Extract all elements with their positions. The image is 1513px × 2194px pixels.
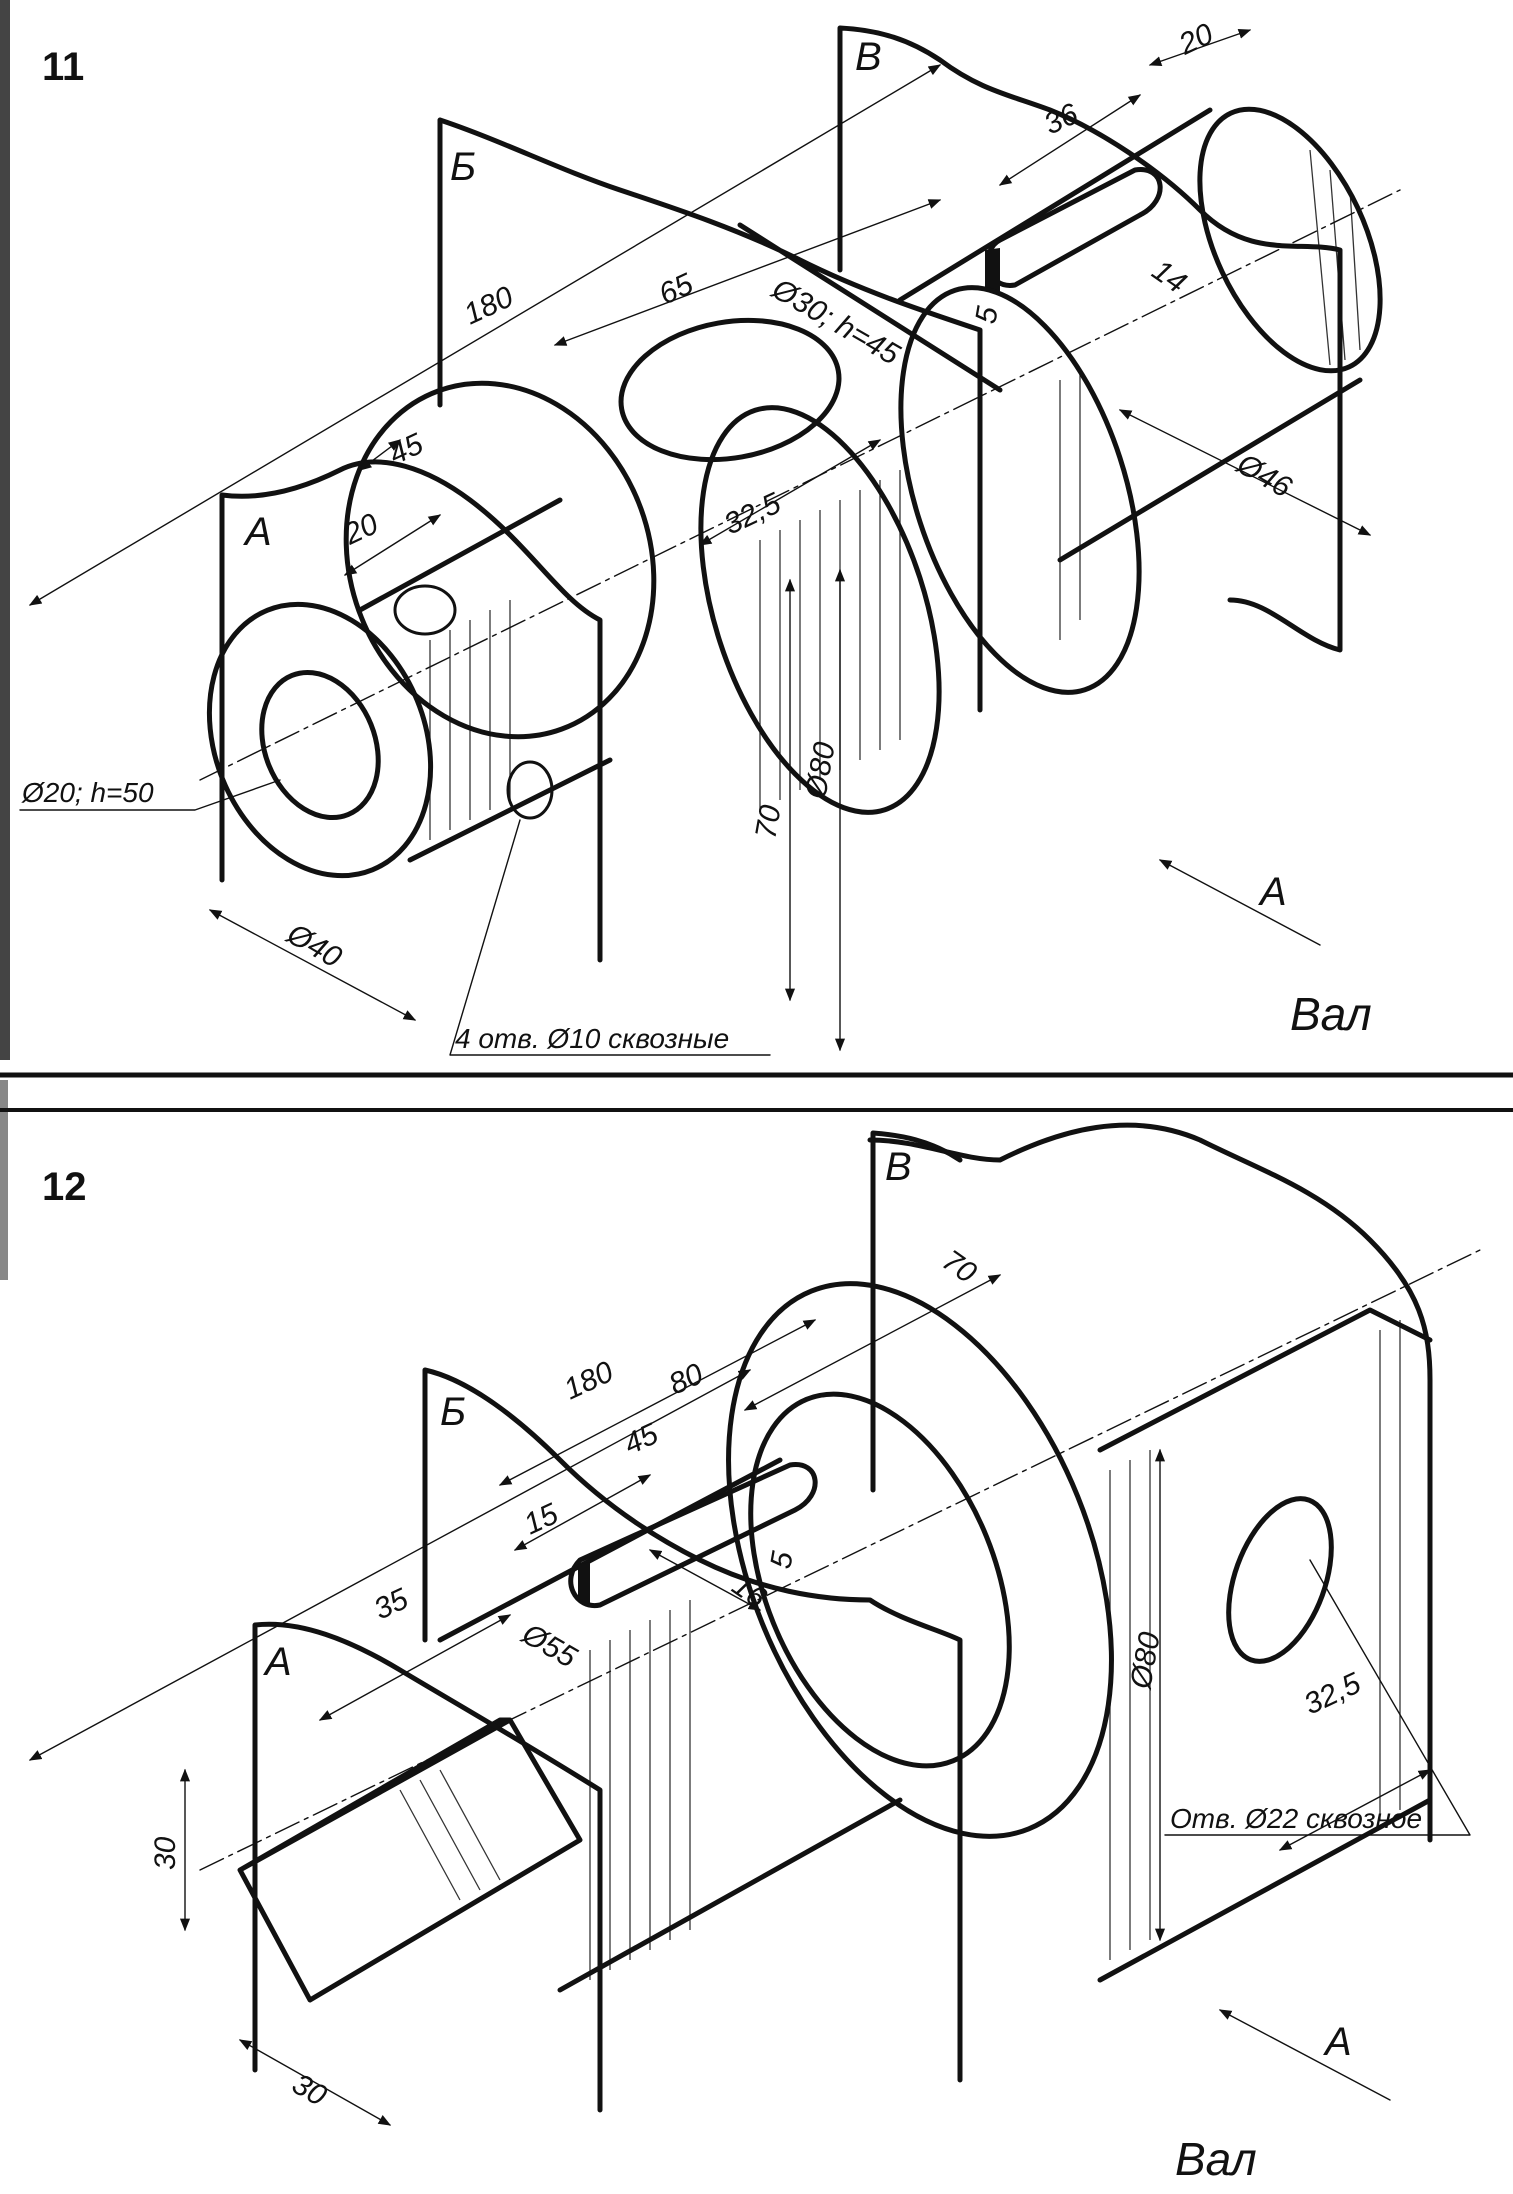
- plane-label-b: Б: [450, 145, 476, 189]
- middle-cylinder: [437, 1457, 903, 1993]
- plane-label-v: В: [855, 35, 882, 79]
- dimension-70: 70: [936, 1244, 983, 1290]
- figure-12: 12: [28, 1122, 1481, 2185]
- dimension-45: 45: [619, 1417, 663, 1461]
- view-direction-label: А: [1323, 2020, 1352, 2064]
- view-direction-label: А: [1258, 870, 1287, 914]
- figure-12-labels: А Б В 180 80 70 45 15 35 16 5 Ø55 Ø80 32…: [149, 1145, 1422, 2185]
- dimension-lines: [19, 28, 1372, 1056]
- dimension-32-5: 32,5: [719, 487, 786, 542]
- figure-number: 11: [42, 45, 84, 89]
- dimension-35: 35: [369, 1582, 413, 1626]
- plane-label-b: Б: [440, 1390, 466, 1434]
- dimension-180: 180: [459, 280, 519, 331]
- dimension-15: 15: [519, 1497, 563, 1541]
- note-hole: Отв. Ø22 сквозное: [1170, 1803, 1422, 1834]
- dimension-30-bottom: 30: [287, 2067, 333, 2112]
- figure-title: Вал: [1175, 2133, 1257, 2185]
- dimension-70: 70: [749, 802, 787, 841]
- dimension-lines: [28, 1274, 1471, 2126]
- dimension-80: 80: [664, 1357, 708, 1401]
- dimension-d46: Ø46: [1231, 447, 1298, 505]
- section-plane-a: [252, 1621, 603, 2113]
- note-holes: 4 отв. Ø10 сквозные: [455, 1023, 729, 1054]
- dimension-32-5: 32,5: [1299, 1667, 1366, 1722]
- note-bore: Ø20; h=50: [21, 777, 154, 808]
- plane-label-v: В: [885, 1145, 912, 1189]
- square-shaft: [237, 1717, 583, 2003]
- dimension-d80: Ø80: [799, 739, 842, 802]
- dimension-30-vertical: 30: [149, 1836, 182, 1870]
- flange-ring: [726, 1281, 1114, 1839]
- scan-binding-edge: [0, 0, 10, 1060]
- plane-label-a: А: [243, 510, 272, 554]
- hole-d30: [618, 317, 842, 463]
- dimension-5: 5: [764, 1549, 799, 1571]
- dimension-14: 14: [1146, 254, 1192, 300]
- keyway-slot: [985, 167, 1163, 292]
- dimension-d55: Ø55: [516, 1617, 583, 1675]
- dimension-180: 180: [559, 1355, 619, 1406]
- dimension-5: 5: [969, 304, 1004, 326]
- hole-d22: [1226, 1496, 1334, 1664]
- section-plane-a: [219, 459, 603, 963]
- dimension-36: 36: [1039, 97, 1083, 141]
- figure-number: 12: [42, 1165, 87, 1209]
- figure-11: 11: [19, 17, 1401, 1056]
- main-cylinder: [698, 285, 1142, 815]
- left-hub: [206, 497, 613, 879]
- plane-label-a: А: [263, 1640, 292, 1684]
- keyway-slot: [568, 1462, 818, 1608]
- figure-title: Вал: [1290, 988, 1372, 1040]
